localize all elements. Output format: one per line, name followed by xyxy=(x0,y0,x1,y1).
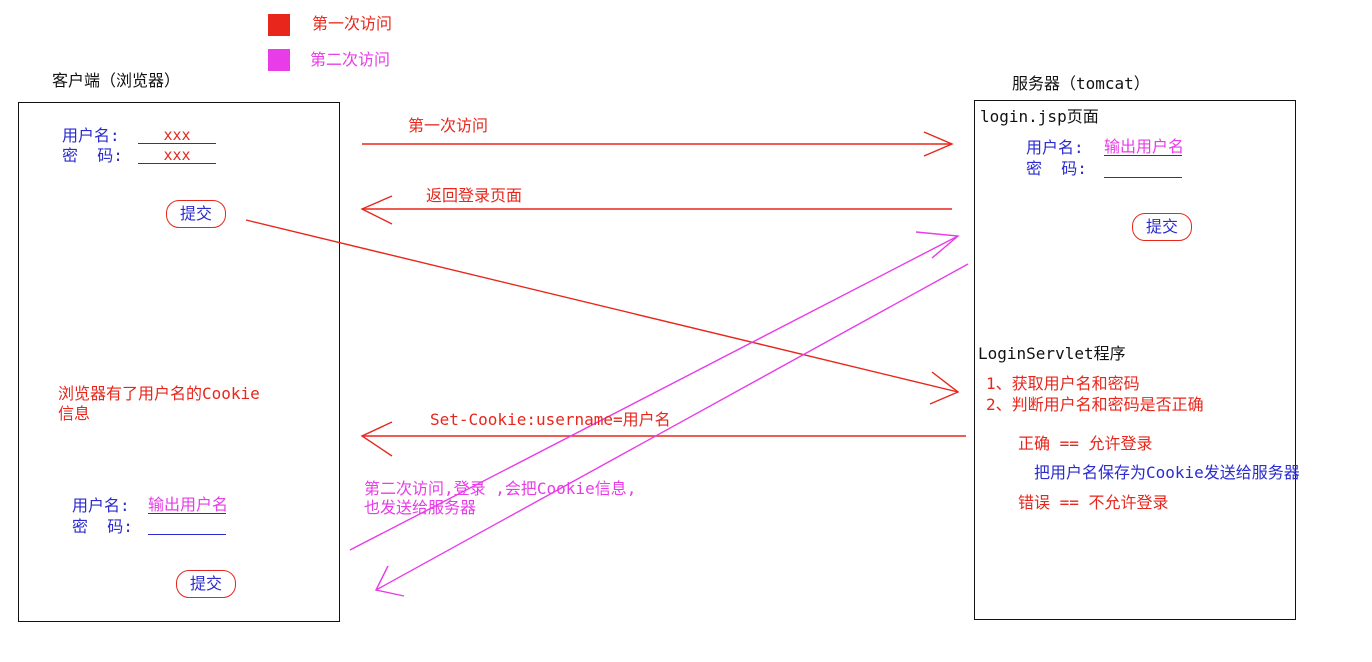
server-form-username-value[interactable]: 输出用户名 xyxy=(1104,137,1185,156)
submit-to-servlet-arrowhead xyxy=(929,371,960,405)
server-jsp-title: login.jsp页面 xyxy=(980,107,1099,126)
server-wrong: 错误 == 不允许登录 xyxy=(1018,493,1169,512)
client-form2-password-label: 密 码: xyxy=(72,517,133,536)
set-cookie-arrowhead xyxy=(360,421,393,457)
second-visit-arrow xyxy=(349,235,959,551)
server-form-password-label: 密 码: xyxy=(1026,159,1087,178)
client-cookie-note-line1: 浏览器有了用户名的Cookie xyxy=(58,384,260,403)
client-title: 客户端（浏览器） xyxy=(52,71,181,90)
first-visit-arrowhead xyxy=(923,131,954,157)
client-form2-password-value[interactable] xyxy=(148,518,226,535)
set-cookie-arrow-label: Set-Cookie:username=用户名 xyxy=(430,410,671,429)
first-visit-arrow-label: 第一次访问 xyxy=(408,116,489,135)
submit-to-servlet-arrow xyxy=(245,219,959,393)
server-step2: 2、判断用户名和密码是否正确 xyxy=(986,395,1204,414)
client-form2-username-label: 用户名: xyxy=(72,496,130,515)
return-login-arrowhead xyxy=(360,195,393,225)
server-servlet-title: LoginServlet程序 xyxy=(978,344,1126,363)
second-visit-response-arrowhead xyxy=(374,565,405,597)
client-form1-username-label: 用户名: xyxy=(62,126,120,145)
server-correct: 正确 == 允许登录 xyxy=(1018,434,1153,453)
second-visit-response-arrow xyxy=(375,263,969,591)
client-cookie-note-line2: 信息 xyxy=(58,404,91,423)
second-visit-label-line1: 第二次访问,登录 ,会把Cookie信息, xyxy=(364,479,637,498)
legend-first-visit-swatch xyxy=(268,14,290,36)
second-visit-label-line2: 也发送给服务器 xyxy=(364,498,477,517)
server-save-cookie: 把用户名保存为Cookie发送给服务器 xyxy=(1034,463,1300,482)
server-title: 服务器（tomcat） xyxy=(1012,74,1150,93)
legend-second-visit-swatch xyxy=(268,49,290,71)
server-step1: 1、获取用户名和密码 xyxy=(986,374,1140,393)
client-form2-submit-button[interactable]: 提交 xyxy=(176,570,236,598)
server-form-submit-button[interactable]: 提交 xyxy=(1132,213,1192,241)
legend-second-visit-label: 第二次访问 xyxy=(310,50,391,69)
client-form1-submit-button[interactable]: 提交 xyxy=(166,200,226,228)
client-form1-password-label: 密 码: xyxy=(62,146,123,165)
server-box xyxy=(974,100,1296,620)
client-form2-username-value[interactable]: 输出用户名 xyxy=(148,495,229,514)
server-form-password-value[interactable] xyxy=(1104,160,1182,178)
server-form-username-label: 用户名: xyxy=(1026,138,1084,157)
legend-first-visit-label: 第一次访问 xyxy=(312,14,393,33)
return-login-arrow-label: 返回登录页面 xyxy=(426,186,523,205)
client-box xyxy=(18,102,340,622)
second-visit-arrowhead xyxy=(915,231,960,259)
client-form1-password-value[interactable]: xxx xyxy=(138,148,216,164)
client-form1-username-value[interactable]: xxx xyxy=(138,128,216,144)
